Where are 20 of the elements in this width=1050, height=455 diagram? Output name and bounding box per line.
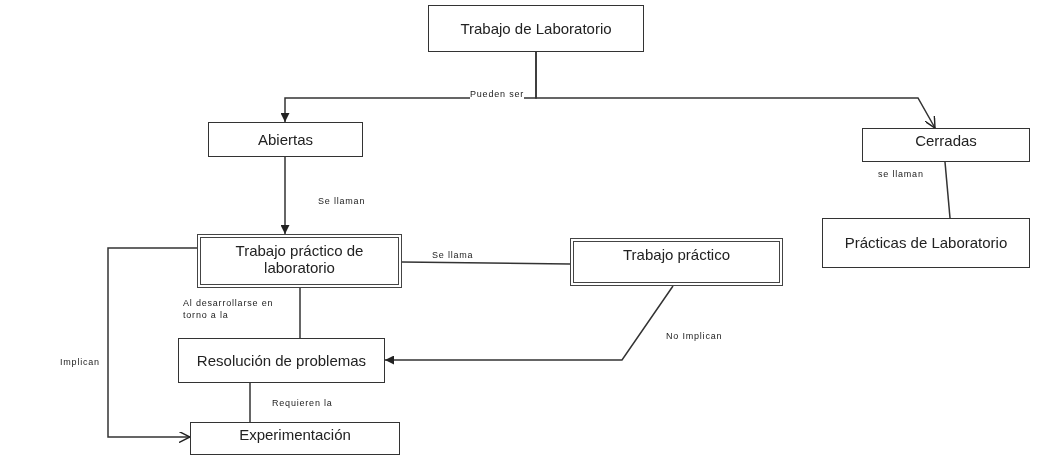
edge-label: Implican [60, 356, 100, 369]
arrow [535, 51, 936, 129]
concept-box: Trabajo de Laboratorio [428, 5, 644, 52]
connector-line [249, 382, 251, 423]
concept-box: Prácticas de Laboratorio [822, 218, 1030, 268]
arrow [384, 285, 674, 365]
double-border-box: Trabajo práctico [570, 238, 783, 286]
arrow [107, 247, 198, 444]
concept-box: Experimentación [190, 422, 400, 455]
connector-line [299, 287, 301, 339]
arrow [280, 156, 290, 235]
concept-box: Abiertas [208, 122, 363, 157]
edge-label: No Implican [666, 330, 723, 343]
edge-label: Requieren la [272, 397, 333, 410]
connector-line [944, 161, 951, 219]
concept-box: Cerradas [862, 128, 1030, 162]
concept-box: Resolución de problemas [178, 338, 385, 383]
double-border-box: Trabajo práctico de laboratorio [197, 234, 402, 288]
edge-label: Pueden ser [470, 88, 525, 101]
connector-line [401, 261, 571, 265]
